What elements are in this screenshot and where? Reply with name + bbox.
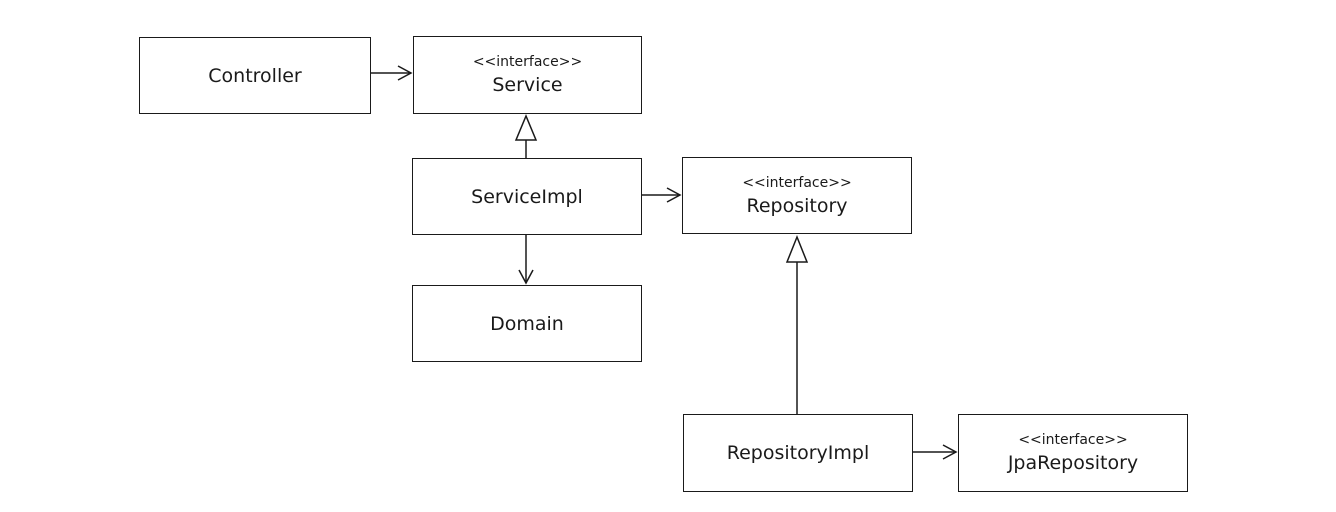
serviceimpl-label: ServiceImpl bbox=[471, 185, 583, 208]
edge-serviceimpl-to-domain bbox=[518, 235, 534, 285]
domain-label: Domain bbox=[490, 312, 564, 335]
controller-label: Controller bbox=[208, 64, 302, 87]
jparepository-stereotype: <<interface>> bbox=[1018, 432, 1128, 448]
jparepository-interface-box: <<interface>> JpaRepository bbox=[958, 414, 1188, 492]
serviceimpl-box: ServiceImpl bbox=[412, 158, 642, 235]
edge-repositoryimpl-to-jparepository bbox=[913, 444, 958, 460]
repositoryimpl-box: RepositoryImpl bbox=[683, 414, 913, 492]
edge-controller-to-service bbox=[371, 65, 413, 81]
service-label: Service bbox=[492, 74, 563, 96]
repositoryimpl-label: RepositoryImpl bbox=[726, 442, 870, 464]
controller-box: Controller bbox=[139, 37, 371, 114]
service-interface-box: <<interface>> Service bbox=[413, 36, 642, 114]
service-stereotype: <<interface>> bbox=[472, 54, 583, 70]
jparepository-label: JpaRepository bbox=[1007, 452, 1139, 474]
repository-label: Repository bbox=[746, 194, 848, 217]
edge-repositoryimpl-realizes-repository bbox=[785, 234, 809, 414]
edge-serviceimpl-realizes-service bbox=[514, 114, 538, 158]
repository-stereotype: <<interface>> bbox=[742, 174, 852, 191]
edge-serviceimpl-to-repository bbox=[642, 187, 682, 203]
repository-interface-box: <<interface>> Repository bbox=[682, 157, 912, 234]
domain-box: Domain bbox=[412, 285, 642, 362]
